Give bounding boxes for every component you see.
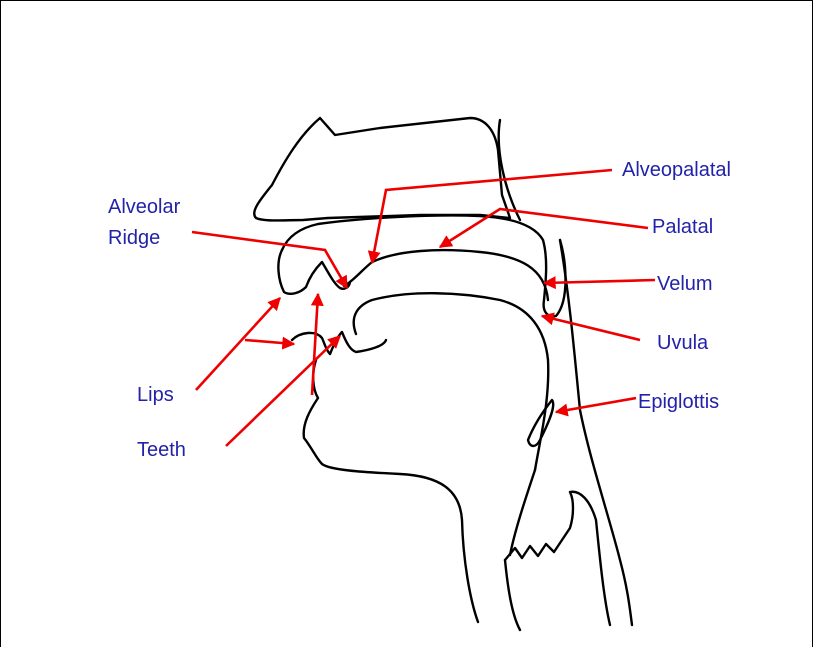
arrows bbox=[192, 170, 655, 446]
teeth-lower-arrow bbox=[226, 336, 340, 446]
head-outline bbox=[254, 118, 632, 630]
larynx-front bbox=[505, 560, 520, 630]
tongue bbox=[354, 293, 549, 470]
velum-arrow bbox=[544, 280, 655, 283]
alveopalatal-label: Alveopalatal bbox=[622, 159, 731, 181]
lips-label: Lips bbox=[137, 384, 174, 406]
upper-lip bbox=[278, 250, 350, 294]
head-back bbox=[499, 120, 520, 220]
alveolar-ridge-label-line2: Ridge bbox=[108, 227, 160, 249]
lips-upper-arrow bbox=[196, 298, 280, 390]
epiglottis-arrow bbox=[556, 398, 636, 412]
teeth-upper-arrow bbox=[312, 294, 318, 395]
alveolar-ridge-label-line1: Alveolar bbox=[108, 196, 181, 218]
uvula-label: Uvula bbox=[657, 332, 709, 354]
alveolar-ridge-arrow bbox=[192, 232, 347, 288]
labels: Alveolar Ridge Alveopalatal Palatal Velu… bbox=[108, 159, 731, 461]
epiglottis-label: Epiglottis bbox=[638, 391, 719, 413]
trachea bbox=[510, 470, 535, 555]
velum-label: Velum bbox=[657, 273, 713, 295]
chin bbox=[304, 360, 478, 622]
pharynx-wall bbox=[560, 240, 632, 625]
lips-lower-arrow bbox=[245, 340, 294, 344]
teeth-label: Teeth bbox=[137, 439, 186, 461]
palatal-label: Palatal bbox=[652, 216, 713, 238]
uvula-arrow bbox=[542, 316, 640, 340]
epiglottis-shape bbox=[528, 400, 553, 446]
